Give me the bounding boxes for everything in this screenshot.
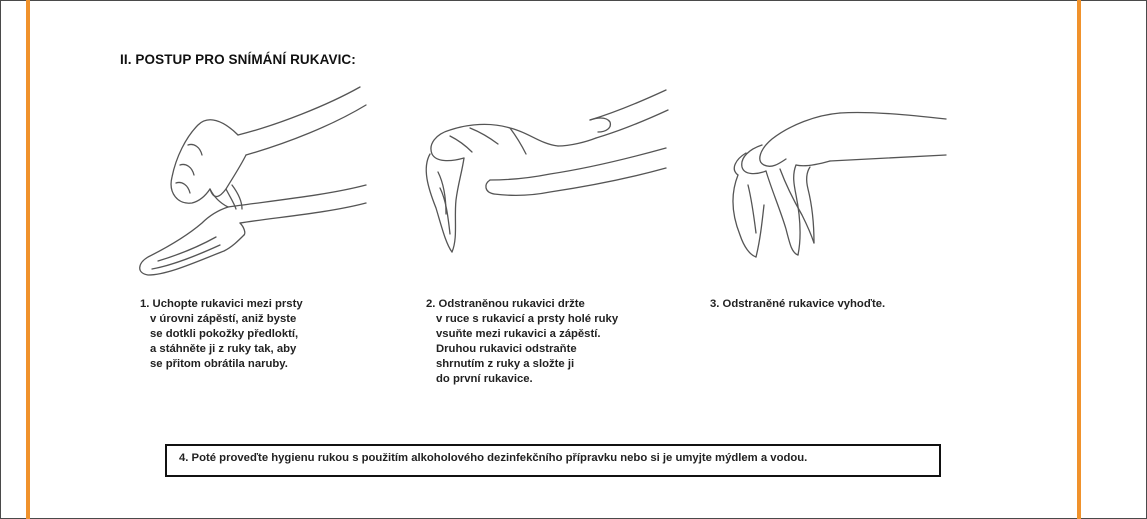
section-heading: II. POSTUP PRO SNÍMÁNÍ RUKAVIC: [120, 52, 356, 67]
step-2-line: 2. Odstraněnou rukavici držte [426, 297, 618, 312]
final-note-box: 4. Poté proveďte hygienu rukou s použití… [165, 444, 941, 477]
step-3-instruction: 3. Odstraněné rukavice vyhoďte. [710, 297, 885, 312]
step-1-instruction: 1. Uchopte rukavici mezi prsty v úrovni … [140, 297, 303, 372]
glove-removal-step2-illustration [410, 88, 670, 258]
final-note-text: 4. Poté proveďte hygienu rukou s použití… [179, 452, 807, 464]
step-1-line: se dotkli pokožky předloktí, [140, 327, 303, 342]
step-1-line: 1. Uchopte rukavici mezi prsty [140, 297, 303, 312]
step-2-instruction: 2. Odstraněnou rukavici držte v ruce s r… [426, 297, 618, 387]
step-2-line: do první rukavice. [426, 372, 618, 387]
step-1-line: se přitom obrátila naruby. [140, 357, 303, 372]
step-2-line: Druhou rukavici odstraňte [426, 342, 618, 357]
step-2-line: shrnutím z ruky a složte ji [426, 357, 618, 372]
step-1-line: a stáhněte ji z ruky tak, aby [140, 342, 303, 357]
step-2-line: vsuňte mezi rukavici a zápěstí. [426, 327, 618, 342]
left-accent-border [26, 0, 30, 519]
right-accent-border [1077, 0, 1081, 519]
glove-removal-step1-illustration [128, 85, 368, 285]
step-3-line: 3. Odstraněné rukavice vyhoďte. [710, 297, 885, 312]
step-2-line: v ruce s rukavicí a prsty holé ruky [426, 312, 618, 327]
glove-removal-step3-illustration [720, 105, 950, 265]
step-1-line: v úrovni zápěstí, aniž byste [140, 312, 303, 327]
